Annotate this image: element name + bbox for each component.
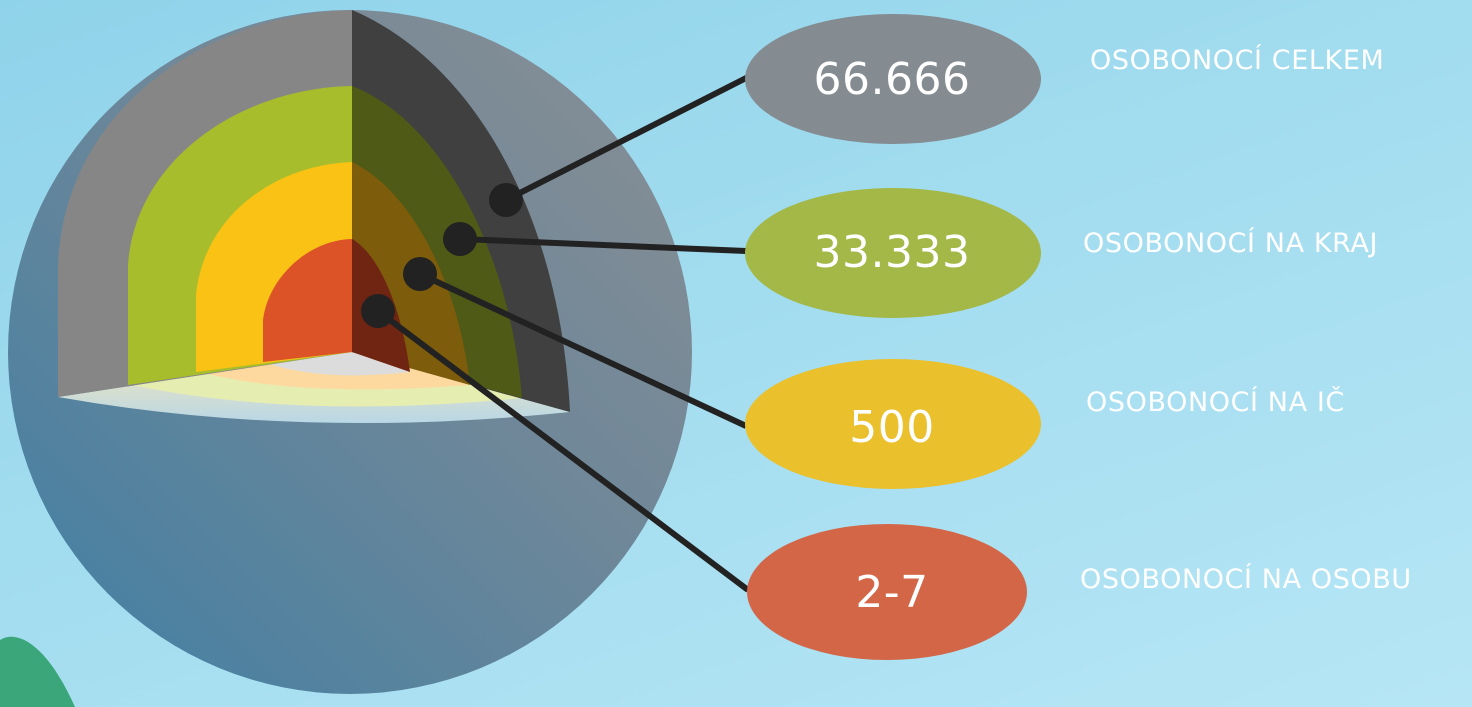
ellipse-na-osobu (747, 524, 1027, 660)
ellipse-celkem (745, 14, 1041, 144)
connector-line-celkem (504, 72, 754, 203)
connector-dot-na-kraj (443, 222, 477, 256)
label-na-ic: OSOBONOCÍ NA IČ (1086, 387, 1345, 418)
connector-line-na-ic (418, 271, 748, 429)
connector-dot-celkem (489, 183, 523, 217)
value-ellipses (745, 14, 1041, 660)
label-na-kraj: OSOBONOCÍ NA KRAJ (1083, 228, 1379, 259)
value-celkem: 66.666 (813, 54, 971, 105)
connector-line-na-osobu (376, 308, 750, 593)
value-na-kraj: 33.333 (813, 227, 971, 278)
connector-dot-na-osobu (361, 294, 395, 328)
connector-dot-na-ic (403, 257, 437, 291)
green-corner-accent (0, 636, 75, 707)
ellipse-na-kraj (745, 188, 1041, 318)
shell-face-red (263, 239, 352, 362)
label-celkem: OSOBONOCÍ CELKEM (1090, 45, 1385, 76)
cutaway-floor-core (263, 352, 410, 376)
value-na-ic: 500 (849, 402, 935, 453)
label-na-osobu: OSOBONOCÍ NA OSOBU (1080, 564, 1412, 595)
connector-line-na-kraj (459, 236, 747, 254)
value-na-osobu: 2-7 (855, 567, 929, 618)
ellipse-na-ic (745, 359, 1041, 489)
connector-lines (361, 72, 754, 593)
